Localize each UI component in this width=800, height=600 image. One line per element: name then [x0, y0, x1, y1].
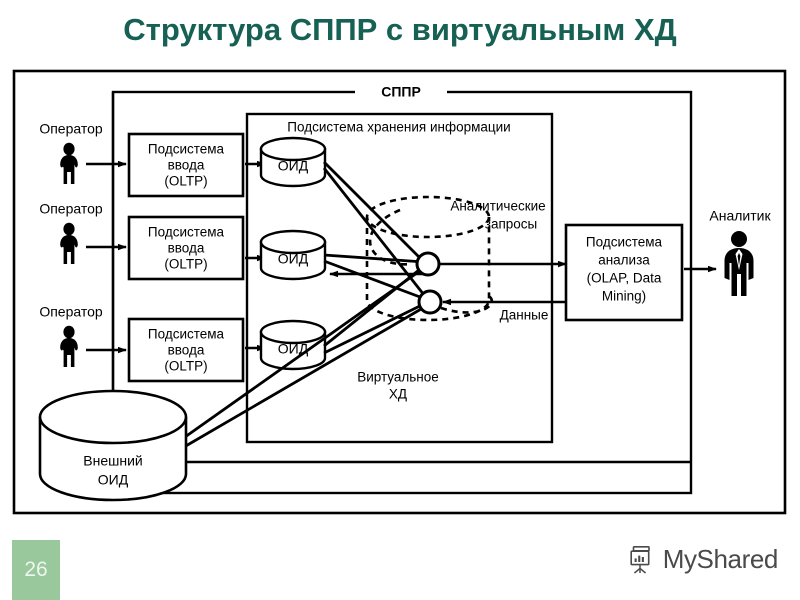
analysis-box-line1: Подсистема: [586, 235, 663, 250]
operator-1-label: Оператор: [39, 121, 103, 137]
operator-3-label: Оператор: [39, 304, 103, 320]
oid-cylinder-3-label: ОИД: [278, 341, 309, 357]
storage-subsystem-label: Подсистема хранения информации: [287, 120, 510, 135]
virtual-dw-label-line2: ХД: [389, 387, 407, 402]
title-bar: Структура СППР с виртуальным ХД: [0, 6, 800, 54]
person-icon: [60, 142, 78, 184]
oid2-to-node-b-link: [323, 259, 429, 302]
oltp-box-2-line1: Подсистема: [148, 225, 225, 240]
external-oid-to-node-a-link: [184, 266, 425, 439]
virtual-dw-loop-lower: [440, 294, 493, 314]
slide-number-text: 26: [24, 558, 48, 581]
oid-cylinder-1-label: ОИД: [278, 158, 309, 174]
oltp-box-1-line2: ввода: [168, 158, 205, 173]
page-title: Структура СППР с виртуальным ХД: [123, 12, 677, 47]
analysis-box-line2: анализа: [598, 253, 650, 268]
oid-cylinder-2[interactable]: ОИД: [259, 229, 327, 281]
brand-name-text: MyShared: [662, 544, 779, 574]
oid1-to-node-a-link: [323, 161, 425, 263]
external-oid-line1: Внешний: [83, 453, 142, 469]
data-node[interactable]: [417, 289, 443, 315]
analytic-queries-line1: Аналитические: [450, 199, 545, 214]
oltp-box-1[interactable]: [127, 132, 245, 198]
oltp-box-3[interactable]: [127, 317, 245, 383]
oltp-box-3-line3: (OLTP): [164, 359, 207, 374]
presentation-chart-icon: [630, 545, 650, 574]
oltp-box-1-line3: (OLTP): [164, 174, 207, 189]
oid-cylinder-2-label: ОИД: [278, 251, 309, 267]
slide-number-badge: 26: [12, 540, 60, 600]
brand-logo: MyShared: [629, 544, 778, 575]
oltp-box-3-line1: Подсистема: [148, 327, 225, 342]
external-oid-cylinder[interactable]: Внешний ОИД: [38, 389, 188, 502]
outer-frame: [12, 69, 787, 515]
query-node[interactable]: [415, 251, 441, 277]
data-flow-label: Данные: [500, 308, 549, 323]
oid-cylinder-1[interactable]: ОИД: [259, 136, 327, 188]
analytic-queries-line2: запросы: [485, 217, 537, 232]
oltp-box-2[interactable]: [127, 215, 245, 281]
storage-subsystem-frame: [245, 112, 554, 444]
oltp-box-1-line1: Подсистема: [148, 142, 225, 157]
person-icon: [60, 222, 78, 264]
analysis-box-line3: (OLAP, Data: [587, 271, 662, 286]
oltp-box-2-line3: (OLTP): [164, 257, 207, 272]
diagram-container: СППР Подсистема хранения информации Опер…: [0, 62, 800, 522]
oid-cylinder-3[interactable]: ОИД: [259, 319, 327, 371]
person-icon: [60, 325, 78, 367]
businessperson-icon: [724, 231, 754, 296]
sppr-label: СППР: [381, 84, 421, 100]
sppr-architecture-diagram: СППР Подсистема хранения информации Опер…: [12, 69, 787, 515]
operator-2-label: Оператор: [39, 201, 103, 217]
virtual-dw-label-line1: Виртуальное: [357, 370, 439, 385]
analysis-subsystem-box[interactable]: [564, 223, 684, 322]
external-oid-to-node-b-link: [171, 303, 429, 456]
oid3-to-node-b-link: [323, 300, 429, 355]
external-oid-line2: ОИД: [98, 472, 129, 488]
analyst-label: Аналитик: [709, 208, 771, 224]
oid2-to-node-a-link: [323, 253, 425, 264]
slide-footer: 26 MyShared: [0, 522, 800, 600]
virtual-dw-loop-upper: [368, 208, 413, 266]
oltp-box-2-line2: ввода: [168, 241, 205, 256]
sppr-label-backdrop: [355, 83, 447, 103]
oltp-box-3-line2: ввода: [168, 343, 205, 358]
analysis-box-line4: Mining): [602, 289, 646, 304]
